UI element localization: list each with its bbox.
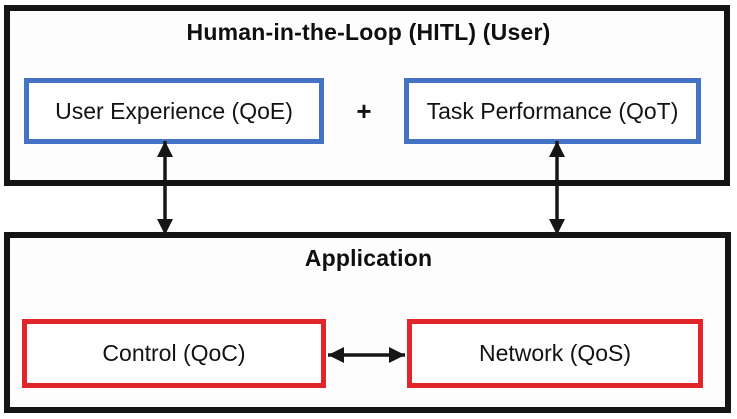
user-experience-qoe-box: User Experience (QoE)	[24, 78, 324, 144]
task-performance-qot-box: Task Performance (QoT)	[404, 78, 701, 144]
network-qos-label: Network (QoS)	[478, 340, 632, 366]
control-qoc-label: Control (QoC)	[102, 340, 246, 366]
control-qoc-box: Control (QoC)	[22, 319, 326, 388]
plus-operator: +	[356, 95, 372, 126]
user-experience-qoe-label: User Experience (QoE)	[55, 97, 293, 124]
hitl-section-title: Human-in-the-Loop (HITL) (User)	[186, 19, 551, 45]
network-qos-box: Network (QoS)	[407, 319, 703, 388]
task-performance-qot-label: Task Performance (QoT)	[426, 97, 679, 124]
application-section-title: Application	[304, 245, 433, 271]
